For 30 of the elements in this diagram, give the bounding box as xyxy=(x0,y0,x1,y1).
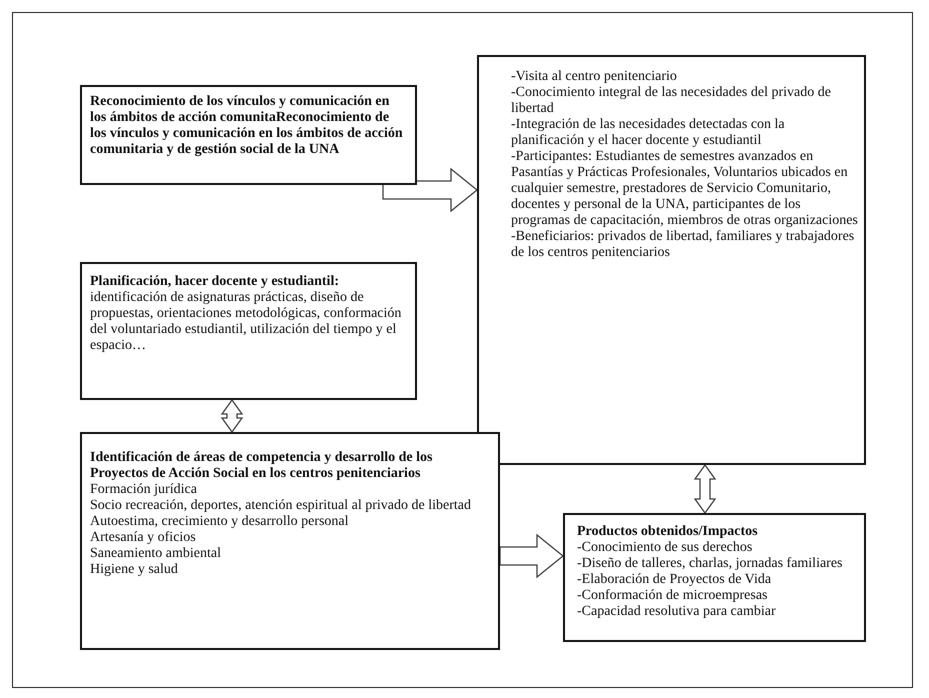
box-text: -Integración de las necesidades detectadas con la planificación y el hacer docente y estudiantil xyxy=(511,117,786,149)
box-text: -Beneficiarios: privados de libertad, familiares y trabajadores de los centros penitenciarios xyxy=(511,229,856,261)
text-box xyxy=(563,513,866,642)
text-box xyxy=(477,55,866,465)
box-text: -Conformación de microempresas xyxy=(577,588,768,604)
text-box xyxy=(80,85,417,185)
box-text: Saneamiento ambiental xyxy=(90,546,222,562)
box-heading: Planificación, hacer docente y estudiantil: xyxy=(90,274,340,290)
box-heading: Identificación de áreas de competencia y desarrollo de los Proyectos de Acción Social en los centros penitenciarios xyxy=(90,450,434,482)
box-text: -Elaboración de Proyectos de Vida xyxy=(577,572,772,588)
box-text: Formación jurídica xyxy=(90,482,198,498)
box-text: -Visita al centro penitenciario xyxy=(511,69,678,85)
box-text: Higiene y salud xyxy=(90,562,179,578)
box-heading: Productos obtenidos/Impactos xyxy=(577,524,759,540)
box-text: identificación de asignaturas prácticas, diseño de propuestas, orientaciones metodológicas, conformación del voluntariado estudiantil, utilización del tiempo y el espacio… xyxy=(90,290,402,354)
box-text: Autoestima, crecimiento y desarrollo personal xyxy=(90,514,350,530)
text-box xyxy=(80,262,417,400)
block-arrow xyxy=(694,464,716,514)
text-box xyxy=(80,432,500,650)
block-arrow xyxy=(499,534,564,578)
box-text: -Capacidad resolutiva para cambiar xyxy=(577,604,777,620)
box-text: Socio recreación, deportes, atención espiritual al privado de libertad xyxy=(90,498,472,514)
box-text: -Participantes: Estudiantes de semestres avanzados en Pasantías y Prácticas Profesionales, Voluntarios ubicados en cualquier semestre, prestadores de Servicio Comunitario, docentes y personal de la UNA, participantes de los programas de capacitación, miembros de otras organizaciones xyxy=(511,149,858,229)
block-arrow xyxy=(382,168,478,212)
box-text: Artesanía y oficios xyxy=(90,530,197,546)
block-arrow xyxy=(220,398,244,434)
box-heading: Reconocimiento de los vínculos y comunicación en los ámbitos de acción comunitaReconocimiento de los vínculos y comunicación en los ámbitos de acción comunitaria y de gestión social de la UNA xyxy=(90,94,404,158)
box-text: -Conocimiento de sus derechos xyxy=(577,540,754,556)
box-text: -Diseño de talleres, charlas, jornadas familiares xyxy=(577,556,844,572)
box-text: -Conocimiento integral de las necesidades del privado de libertad xyxy=(511,85,832,117)
